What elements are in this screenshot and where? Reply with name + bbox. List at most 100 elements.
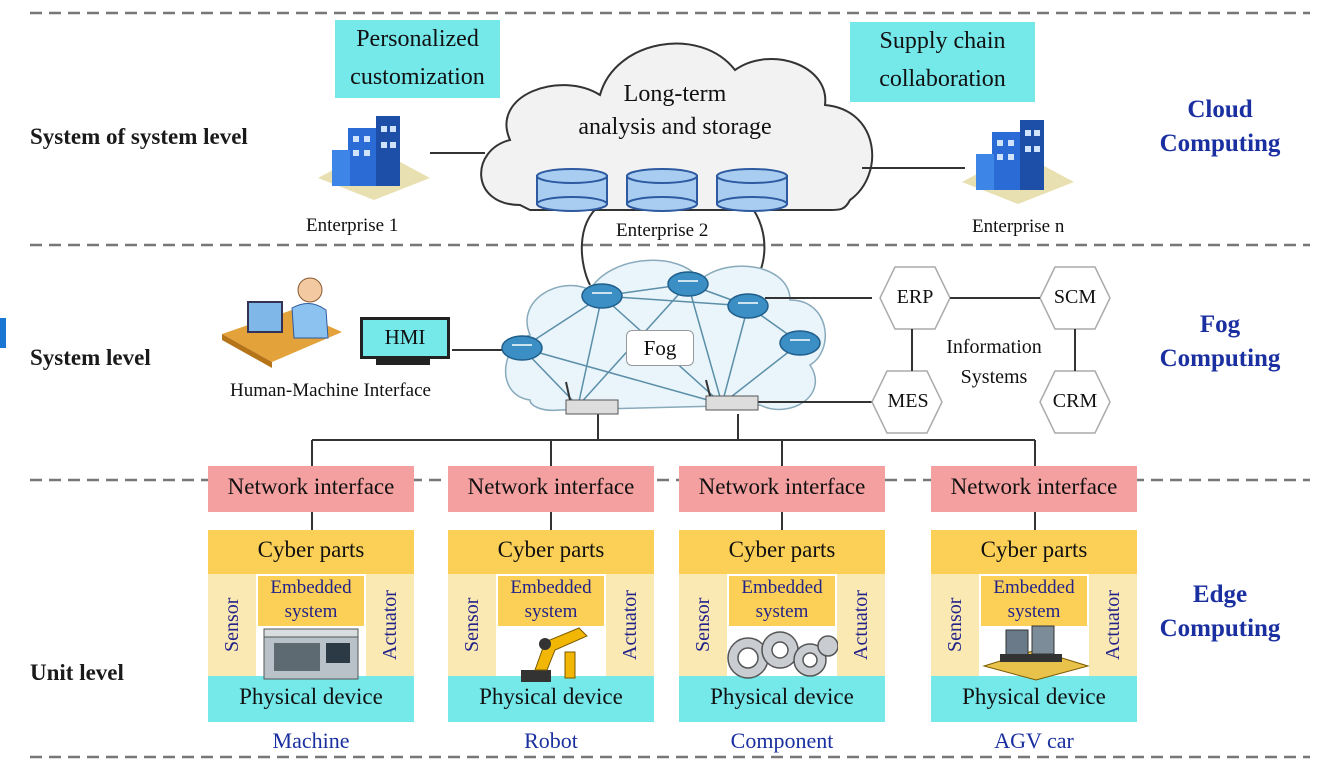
actuator-label: Actuator: [379, 590, 401, 660]
cyber-parts-box: Cyber parts: [208, 530, 414, 574]
crm-label: CRM: [1052, 390, 1098, 412]
router-icon: [779, 330, 821, 356]
actuator-box: Actuator: [366, 574, 414, 676]
unit-text: Embedded: [993, 577, 1075, 598]
left-accent-bar: [0, 318, 6, 348]
level-label-system: System level: [30, 345, 151, 370]
sensor-box: Sensor: [208, 574, 256, 676]
sensor-box: Sensor: [931, 574, 979, 676]
unit-agv-car: Network interface Cyber parts Sensor Act…: [931, 466, 1137, 728]
building-icon: [318, 116, 430, 200]
cnc-machine-icon: [263, 628, 359, 680]
router-icon: [581, 283, 623, 309]
unit-text: Physical device: [479, 684, 623, 709]
physical-device-box: Physical device: [208, 676, 414, 722]
sensor-box: Sensor: [448, 574, 496, 676]
actuator-box: Actuator: [1089, 574, 1137, 676]
unit-component: Network interface Cyber parts Sensor Act…: [679, 466, 885, 728]
actuator-label: Actuator: [1102, 590, 1124, 660]
agv-car-icon: [982, 625, 1090, 681]
database-icon: [626, 168, 698, 212]
cyber-parts-box: Cyber parts: [679, 530, 885, 574]
unit-text: Physical device: [962, 684, 1106, 709]
unit-text: Cyber parts: [257, 537, 365, 562]
level-label-sos: System of system level: [30, 124, 248, 149]
physical-device-box: Physical device: [448, 676, 654, 722]
unit-text: Embedded: [741, 577, 823, 598]
unit-robot: Network interface Cyber parts Sensor Act…: [448, 466, 654, 728]
router-icon: [667, 271, 709, 297]
unit-text: system: [1007, 601, 1061, 622]
erp-label: ERP: [896, 286, 934, 308]
user-at-computer-icon: [222, 277, 342, 368]
unit-text: Network interface: [698, 474, 866, 499]
physical-device-box: Physical device: [679, 676, 885, 722]
monitor-icon: [376, 357, 430, 365]
unit-text: Physical device: [239, 684, 383, 709]
network-interface-box: Network interface: [931, 466, 1137, 512]
database-icon: [536, 168, 608, 212]
sensor-label: Sensor: [692, 597, 714, 653]
unit-text: system: [755, 601, 809, 622]
network-interface-box: Network interface: [448, 466, 654, 512]
embedded-system-box: Embedded system: [981, 576, 1087, 626]
unit-text: Cyber parts: [728, 537, 836, 562]
scm-label: SCM: [1053, 286, 1097, 308]
unit-name-robot: Robot: [524, 728, 578, 753]
actuator-label: Actuator: [850, 590, 872, 660]
info-hexagons: [871, 266, 1111, 434]
unit-text: Physical device: [710, 684, 854, 709]
router-icon: [501, 335, 543, 361]
embedded-system-box: Embedded system: [258, 576, 364, 626]
unit-name-machine: Machine: [272, 728, 350, 753]
database-icons: [536, 168, 788, 212]
unit-text: system: [284, 601, 338, 622]
actuator-label: Actuator: [619, 590, 641, 660]
network-interface-box: Network interface: [208, 466, 414, 512]
database-icon: [716, 168, 788, 212]
bearing-component-icon: [727, 631, 838, 679]
hmi-box: HMI: [360, 317, 450, 359]
enterprise-2-label: Enterprise 2: [616, 220, 709, 241]
unit-text: Cyber parts: [497, 537, 605, 562]
mes-label: MES: [887, 390, 929, 412]
sensor-box: Sensor: [679, 574, 727, 676]
network-interface-box: Network interface: [679, 466, 885, 512]
cyber-parts-box: Cyber parts: [931, 530, 1137, 574]
unit-text: Embedded: [270, 577, 352, 598]
unit-text: Cyber parts: [980, 537, 1088, 562]
router-icon: [727, 293, 769, 319]
level-label-unit: Unit level: [30, 660, 124, 685]
hmi-caption: Human-Machine Interface: [230, 380, 431, 401]
actuator-box: Actuator: [837, 574, 885, 676]
building-icon: [962, 120, 1074, 204]
unit-bus: [311, 414, 1036, 530]
actuator-box: Actuator: [606, 574, 654, 676]
sensor-label: Sensor: [461, 597, 483, 653]
sensor-label: Sensor: [944, 597, 966, 653]
physical-device-box: Physical device: [931, 676, 1137, 722]
enterprise-1-label: Enterprise 1: [306, 215, 399, 236]
unit-text: system: [524, 601, 578, 622]
unit-text: Network interface: [467, 474, 635, 499]
unit-name-component: Component: [730, 728, 834, 753]
embedded-system-box: Embedded system: [729, 576, 835, 626]
unit-text: Network interface: [227, 474, 395, 499]
robot-arm-icon: [521, 627, 588, 682]
unit-machine: Network interface Cyber parts Sensor Act…: [208, 466, 414, 728]
cyber-parts-box: Cyber parts: [448, 530, 654, 574]
enterprise-n-label: Enterprise n: [972, 216, 1065, 237]
unit-text: Network interface: [950, 474, 1118, 499]
gateway-icon: [565, 381, 619, 415]
fog-label-box: Fog: [626, 330, 694, 366]
sensor-label: Sensor: [221, 597, 243, 653]
